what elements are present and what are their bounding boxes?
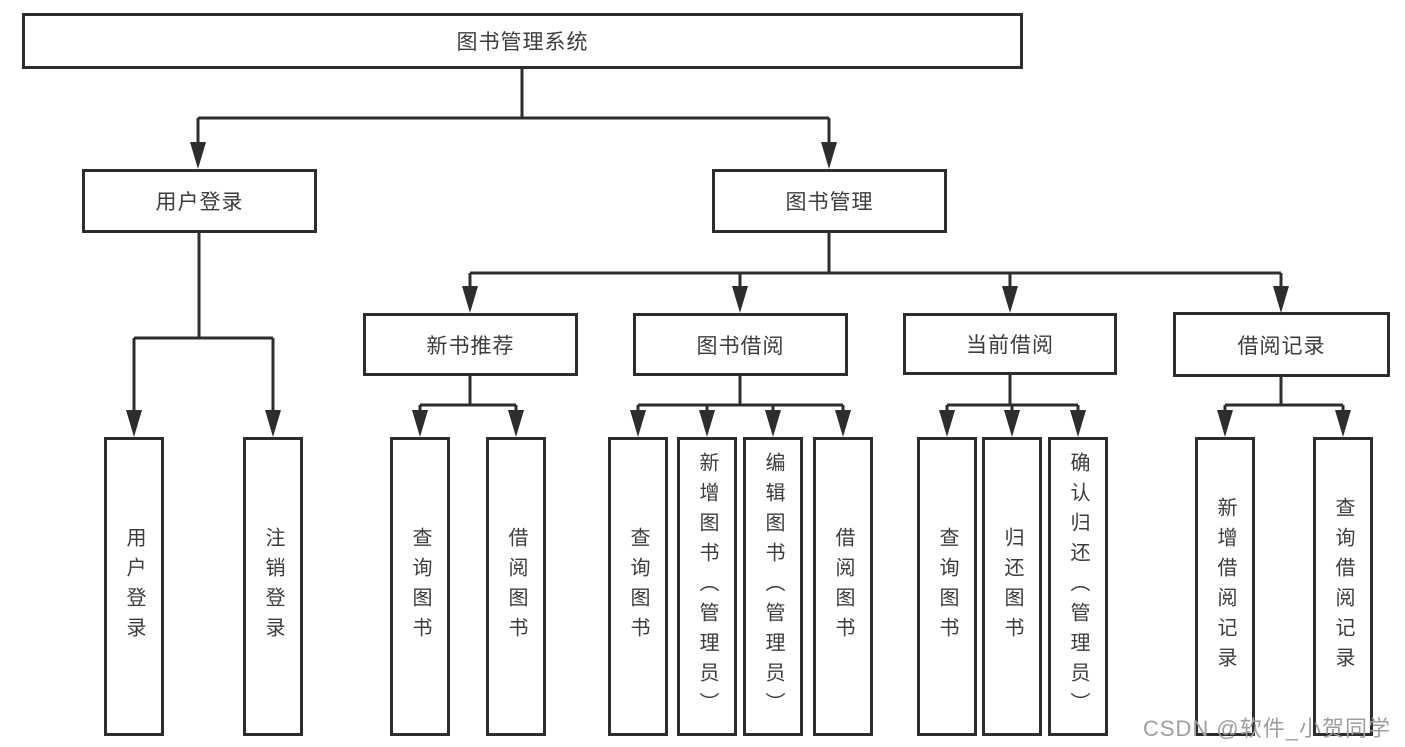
leaf-add-borrow-record: 新增借阅记录 — [1195, 437, 1255, 736]
node-label: 新书推荐 — [426, 334, 515, 358]
node-label: 借阅图书 — [505, 526, 527, 647]
node-label: 图书管理系统 — [456, 31, 589, 54]
node-label: 当前借阅 — [966, 334, 1054, 357]
leaf-add-books-admin: 新增图书（管理员） — [677, 437, 737, 736]
node-user-login: 用户登录 — [82, 169, 317, 233]
arrowheads — [126, 142, 1351, 437]
node-label: 用户登录 — [123, 526, 145, 647]
node-book-borrow: 图书借阅 — [633, 313, 848, 376]
node-label: 图书借阅 — [696, 334, 785, 358]
node-new-book-recommend: 新书推荐 — [363, 313, 578, 376]
node-current-borrow: 当前借阅 — [903, 313, 1117, 375]
node-label: 查询图书 — [936, 526, 958, 647]
node-label: 新增借阅记录 — [1214, 496, 1236, 677]
leaf-borrow-books-recommend: 借阅图书 — [486, 437, 546, 736]
node-label: 编辑图书（管理员） — [762, 451, 784, 722]
leaf-query-books-recommend: 查询图书 — [390, 437, 450, 736]
node-label: 查询图书 — [627, 526, 649, 647]
leaf-query-books-borrow: 查询图书 — [608, 437, 668, 736]
leaf-query-books-current: 查询图书 — [917, 437, 977, 736]
node-label: 借阅记录 — [1237, 334, 1326, 358]
node-borrow-records: 借阅记录 — [1173, 312, 1390, 377]
leaf-logout: 注销登录 — [243, 437, 303, 736]
node-book-management: 图书管理 — [712, 169, 947, 233]
leaf-query-borrow-record: 查询借阅记录 — [1313, 437, 1373, 736]
node-label: 新增图书（管理员） — [696, 451, 718, 722]
node-label: 查询借阅记录 — [1332, 496, 1354, 677]
node-label: 用户登录 — [155, 191, 244, 214]
leaf-edit-books-admin: 编辑图书（管理员） — [743, 437, 803, 736]
leaf-confirm-return-admin: 确认归还（管理员） — [1048, 437, 1108, 736]
leaf-user-login: 用户登录 — [104, 437, 164, 736]
csdn-watermark: CSDN @软件_小贺同学 — [1142, 716, 1391, 741]
node-label: 图书管理 — [785, 191, 874, 214]
node-library-management-system: 图书管理系统 — [22, 13, 1023, 69]
leaf-borrow-books: 借阅图书 — [813, 437, 873, 736]
node-label: 注销登录 — [262, 526, 284, 647]
node-label: 确认归还（管理员） — [1067, 451, 1089, 722]
node-label: 归还图书 — [1001, 526, 1023, 647]
node-label: 借阅图书 — [832, 526, 854, 647]
node-label: 查询图书 — [409, 526, 431, 647]
leaf-return-books: 归还图书 — [982, 437, 1042, 736]
